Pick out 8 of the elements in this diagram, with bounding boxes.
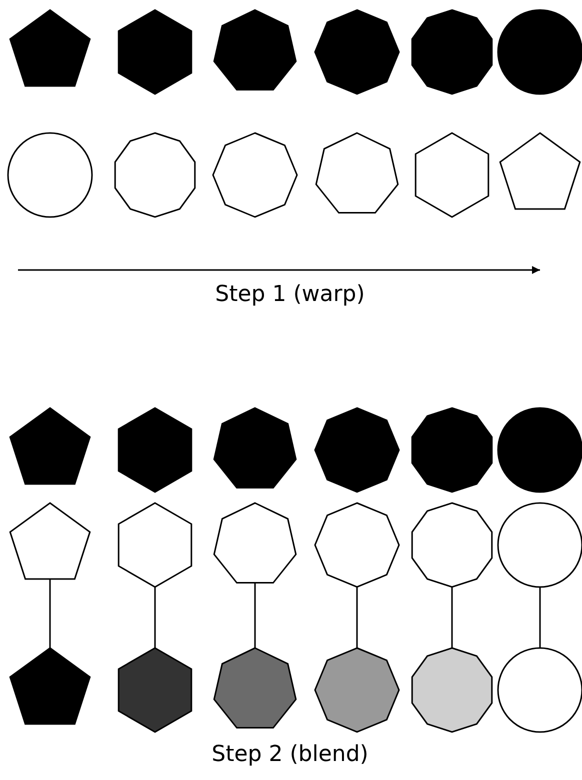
- connector-line: [451, 587, 453, 648]
- connector-line: [154, 587, 156, 648]
- connector-line: [49, 578, 51, 648]
- step-caption: Step 1 (warp): [215, 282, 365, 307]
- step-caption: Step 2 (blend): [212, 742, 368, 767]
- connector-line: [254, 582, 256, 648]
- connector-line: [539, 587, 541, 648]
- connector-line: [356, 587, 358, 648]
